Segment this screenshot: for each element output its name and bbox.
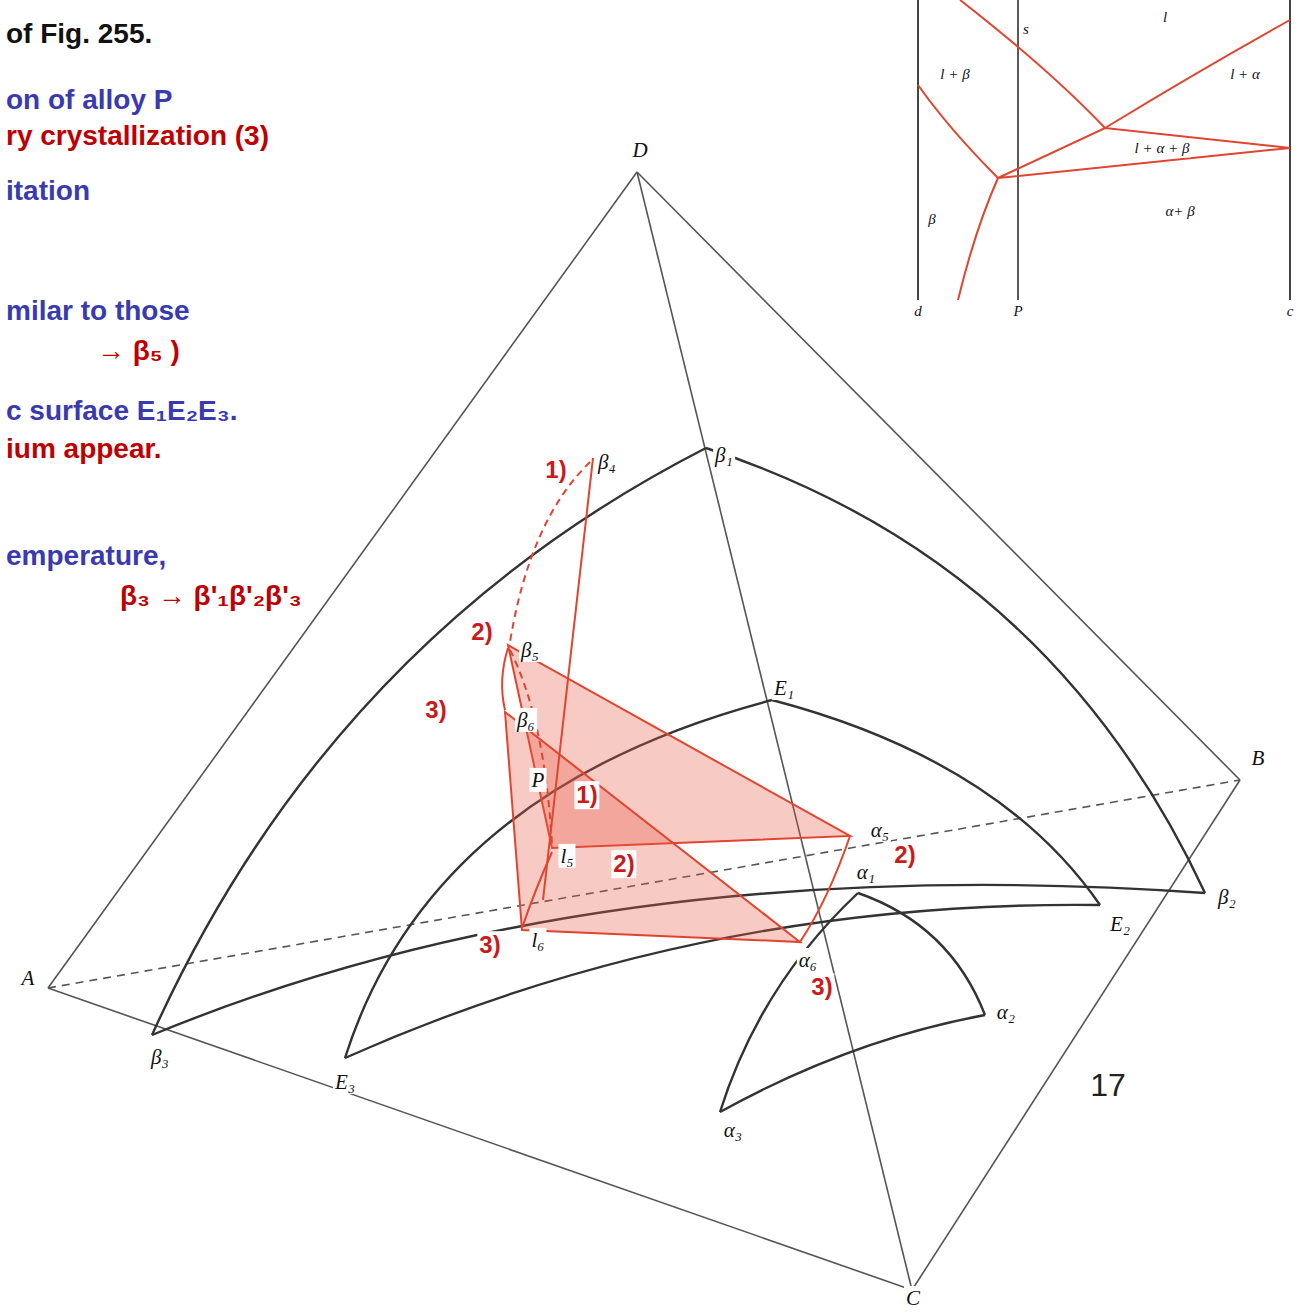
inset-diagram bbox=[912, 0, 1305, 300]
point-label: β₃ bbox=[149, 1045, 171, 1069]
eutectic-curve bbox=[772, 700, 1100, 905]
note-text: c surface E₁E₂E₃. bbox=[4, 395, 240, 427]
point-label: C bbox=[904, 1286, 922, 1310]
alloy-line bbox=[1017, 0, 1019, 300]
callout-number: 3) bbox=[809, 973, 834, 1001]
callout-number: 2) bbox=[469, 618, 494, 646]
inset-curve bbox=[960, 0, 1105, 128]
callout-number: 2) bbox=[611, 850, 636, 878]
point-label: β₁ bbox=[713, 443, 735, 467]
point-label: A bbox=[20, 966, 37, 990]
note-text: ry crystallization (3) bbox=[4, 120, 271, 152]
note-text: of Fig. 255. bbox=[4, 18, 154, 50]
tie-triangle bbox=[505, 712, 800, 942]
point-label: l₅ bbox=[558, 844, 575, 868]
point-label: B bbox=[1250, 746, 1267, 770]
point-label: α₆ bbox=[797, 948, 819, 972]
inset-curve bbox=[918, 85, 998, 178]
inset-label: α+ β bbox=[1164, 203, 1195, 220]
inset-curve bbox=[998, 128, 1290, 178]
note-text: itation bbox=[4, 175, 92, 207]
point-label: l₆ bbox=[529, 928, 546, 952]
point-label: α₁ bbox=[855, 860, 877, 884]
inset-label: β bbox=[927, 211, 936, 228]
callout-number: 3) bbox=[423, 696, 448, 724]
point-label: β₄ bbox=[596, 450, 618, 474]
note-text: ium appear. bbox=[4, 433, 164, 465]
page-number: 17 bbox=[1090, 1067, 1126, 1104]
callout-number: 3) bbox=[477, 931, 502, 959]
phase-curves bbox=[152, 448, 1205, 1112]
point-label: E₃ bbox=[333, 1070, 357, 1094]
inset-label: l + α bbox=[1229, 66, 1261, 83]
point-label: α₃ bbox=[722, 1118, 744, 1142]
note-text: on of alloy P bbox=[4, 84, 174, 116]
alpha-curve bbox=[858, 893, 985, 1015]
callout-number: 1) bbox=[574, 781, 599, 809]
path-curve bbox=[800, 836, 850, 942]
inset-curve bbox=[958, 178, 998, 300]
note-text: → β₅ ) bbox=[95, 335, 182, 367]
point-label: β₅ bbox=[519, 638, 541, 662]
inset-label: l + α + β bbox=[1134, 140, 1191, 157]
path-curve bbox=[502, 648, 508, 710]
edge-line bbox=[48, 988, 912, 1290]
path-curve bbox=[510, 650, 552, 845]
inset-ground bbox=[912, 0, 1305, 300]
note-text: milar to those bbox=[4, 295, 192, 327]
inset-label: P bbox=[1012, 303, 1023, 320]
point-label: β₂ bbox=[1216, 885, 1238, 909]
inset-curve bbox=[1105, 20, 1290, 128]
tetrahedron-edges bbox=[48, 172, 1240, 1290]
point-label: β₆ bbox=[515, 708, 537, 732]
callout-number: 2) bbox=[892, 841, 917, 869]
point-label: α₂ bbox=[995, 1000, 1017, 1024]
alloy-path bbox=[502, 458, 850, 942]
note-text: β₃ → β'₁β'₂β'₃ bbox=[118, 580, 304, 612]
note-text: emperature, bbox=[4, 540, 168, 572]
inset-label: s bbox=[1022, 21, 1030, 38]
path-curve bbox=[510, 462, 590, 642]
point-label: E₂ bbox=[1108, 912, 1132, 936]
point-label: α₅ bbox=[869, 818, 891, 842]
point-label: D bbox=[630, 138, 649, 162]
alpha-curve bbox=[720, 1015, 985, 1112]
path-curve bbox=[522, 852, 552, 928]
alloy-line bbox=[543, 458, 593, 900]
edge-line bbox=[912, 780, 1240, 1290]
inset-label: d bbox=[913, 303, 923, 320]
inset-axis bbox=[1289, 0, 1291, 300]
point-label: E₁ bbox=[772, 676, 796, 700]
inset-label: c bbox=[1286, 303, 1295, 320]
inset-axis bbox=[917, 0, 919, 300]
inset-label: l + β bbox=[939, 66, 970, 83]
callout-number: 1) bbox=[543, 456, 568, 484]
inset-label: l bbox=[1162, 9, 1168, 26]
point-label: P bbox=[530, 768, 547, 792]
